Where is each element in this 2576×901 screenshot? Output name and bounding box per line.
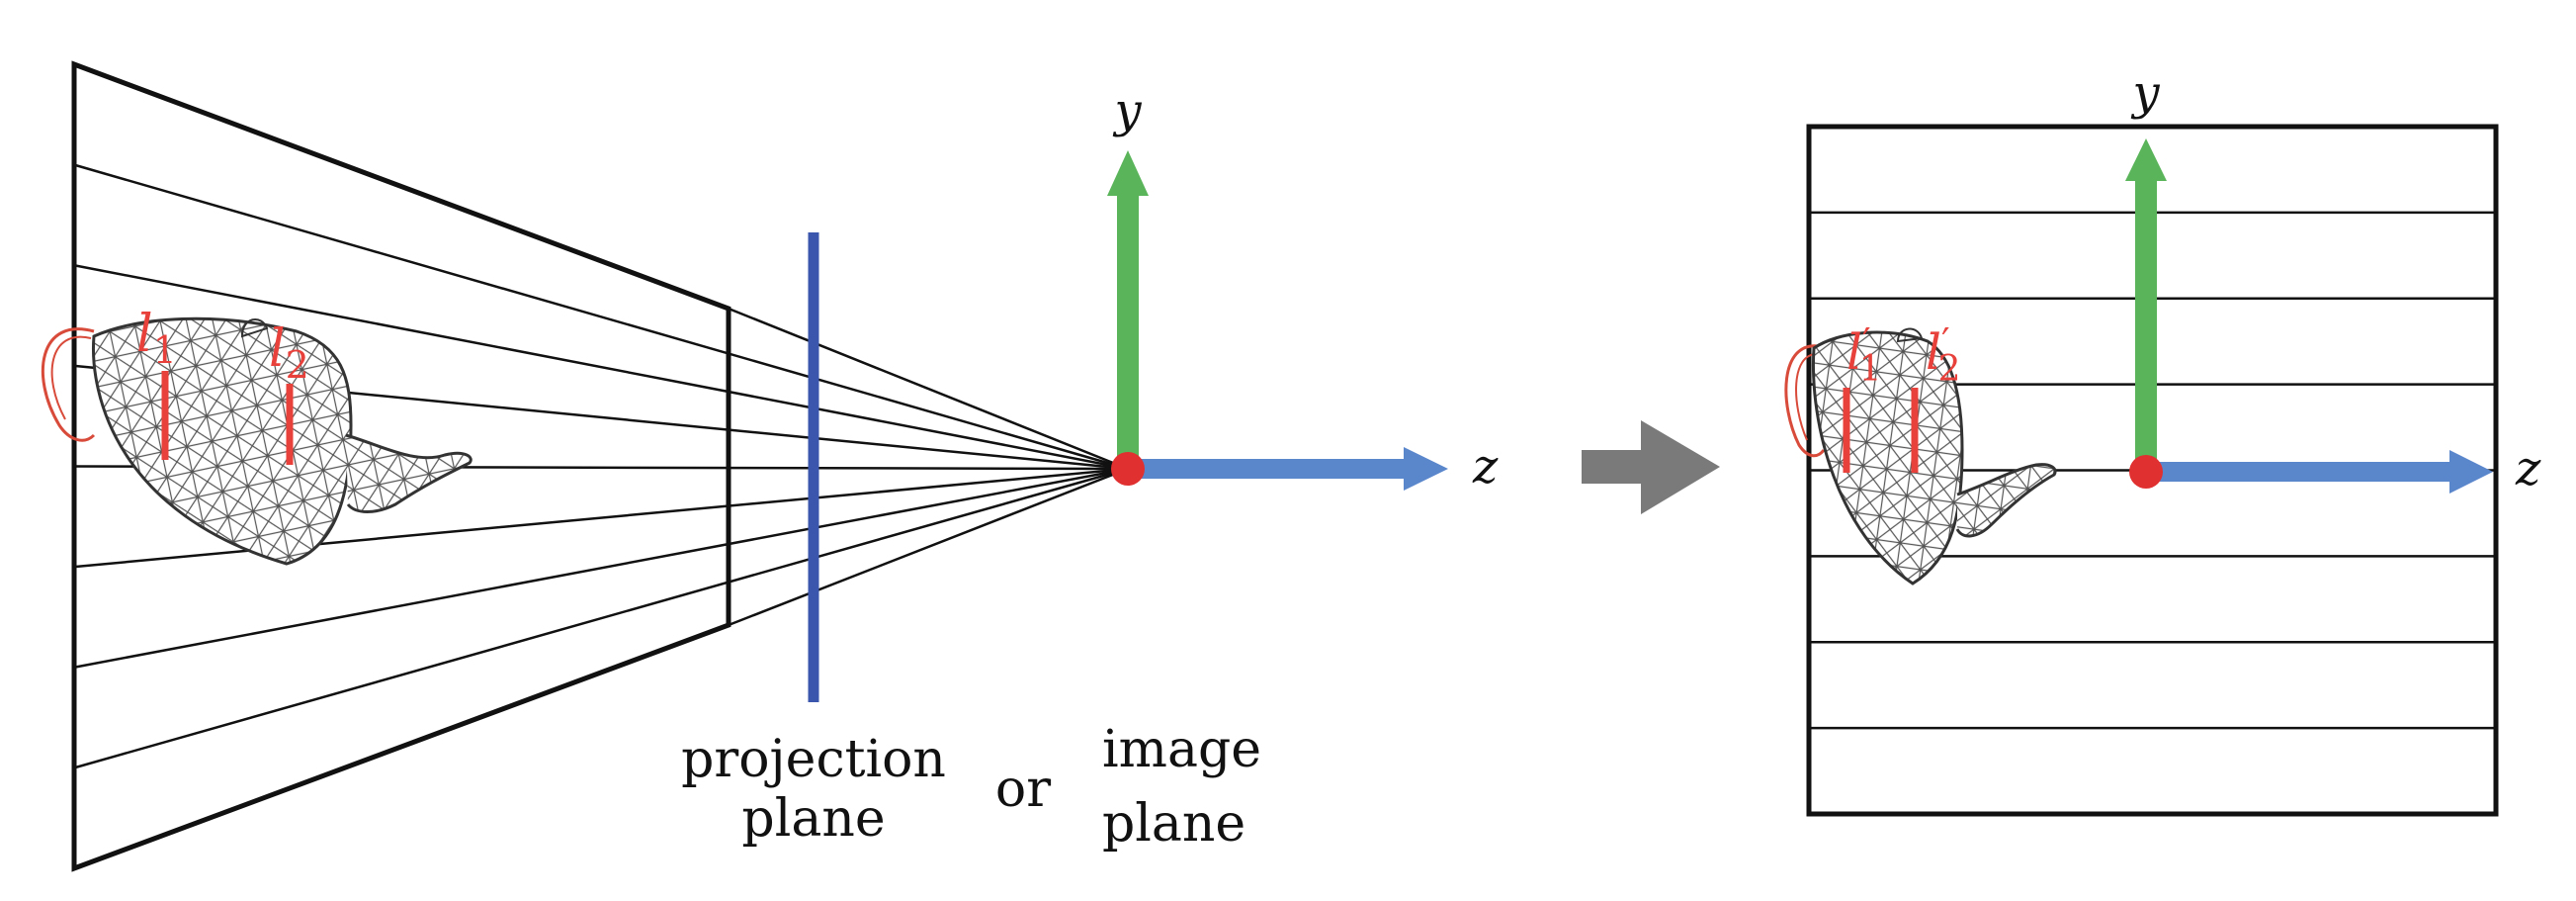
label-l1: l1 <box>136 305 177 372</box>
axis-z-label-ortho: z <box>2515 441 2541 496</box>
teapot-body <box>92 316 353 566</box>
projection-ray <box>728 307 1129 471</box>
z-axis-shaft <box>1128 459 1407 479</box>
teapot-wireframe <box>41 316 472 566</box>
origin-dot <box>1111 452 1145 486</box>
connector-or: or <box>995 760 1051 819</box>
teapot-handle-inner <box>50 335 92 420</box>
label-l2-prime: l′2 <box>1926 320 1961 390</box>
teapot-handle-ortho <box>1784 344 1826 458</box>
label-l2: l2 <box>269 319 309 387</box>
projection-ray <box>73 163 1129 471</box>
y-axis-arrowhead-ortho <box>2125 138 2167 181</box>
origin-dot-ortho <box>2129 455 2163 489</box>
axis-y-label: y <box>1112 83 1142 138</box>
y-axis-shaft <box>1117 193 1139 468</box>
left-axes: y z <box>1107 83 1499 495</box>
teapot-handle <box>41 327 96 442</box>
teapot-spout <box>345 433 472 513</box>
label-l1-prime: l′1 <box>1846 320 1882 390</box>
y-axis-shaft-ortho <box>2135 178 2157 465</box>
projection-ray <box>73 264 1129 471</box>
projection-plane-label-line2: plane <box>741 789 885 849</box>
y-axis-arrowhead <box>1107 150 1149 196</box>
z-axis-shaft-ortho <box>2146 462 2452 482</box>
teapot-wireframe-ortho <box>1784 327 2057 586</box>
axis-y-label-ortho: y <box>2130 65 2160 121</box>
projection-ray <box>73 467 1129 769</box>
axis-z-label: z <box>1472 439 1499 495</box>
teapot-lid <box>240 318 269 338</box>
teapot-lid-ortho <box>1896 327 1924 343</box>
transform-arrow-icon <box>1582 420 1720 514</box>
image-plane-label-line2: plane <box>1102 794 1245 854</box>
teapot-handle-ortho-inner <box>1795 353 1818 441</box>
projection-ray <box>73 467 1129 669</box>
z-axis-arrowhead <box>1404 447 1448 491</box>
z-axis-arrowhead-ortho <box>2449 450 2493 494</box>
right-axes: y z <box>2125 65 2541 496</box>
projection-ray <box>728 467 1129 627</box>
projection-plane-label-line1: projection <box>681 730 946 789</box>
image-plane-label-line1: image <box>1102 720 1261 779</box>
teapot-spout-ortho <box>1955 463 2057 538</box>
